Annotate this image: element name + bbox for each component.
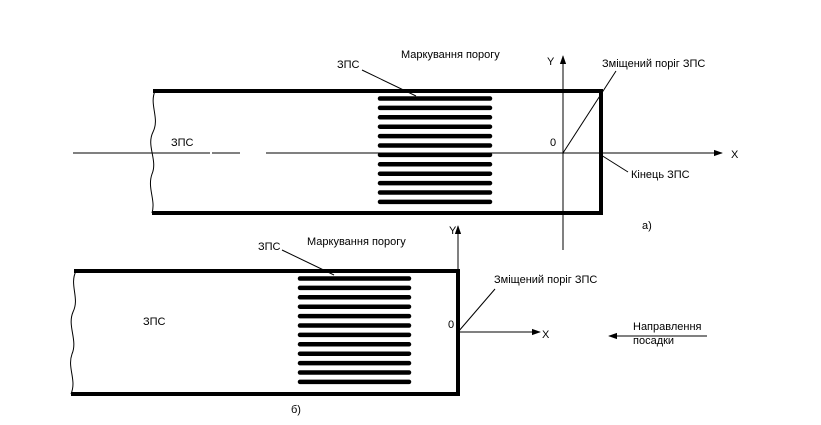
runway-b-label: ЗПС	[143, 316, 166, 328]
runway-a-pointer-label: ЗПС	[337, 59, 360, 71]
axis-x-b-label: X	[542, 329, 550, 341]
leader-displaced-threshold-b	[457, 288, 496, 333]
displaced-threshold-a-label: Зміщений поріг ЗПС	[602, 58, 705, 70]
runway-b-break-line	[70, 270, 77, 395]
diagram-b: ЗПС ЗПС Маркування порогу Зміщений поріг…	[70, 225, 707, 416]
axis-y-b-label: Y	[449, 225, 457, 237]
landing-direction-label-line1: Направлення	[633, 321, 702, 333]
diagram-a: ЗПС ЗПС Маркування порогу Зміщений поріг…	[73, 49, 739, 250]
origin-b-label: 0	[448, 319, 454, 331]
axis-y-a-label: Y	[547, 56, 555, 68]
caption-a: а)	[642, 220, 652, 232]
displaced-threshold-b-label: Зміщений поріг ЗПС	[494, 274, 597, 286]
runway-a-label: ЗПС	[171, 137, 194, 149]
leader-runway-end-a	[600, 154, 629, 173]
axis-x-a-label: X	[731, 149, 739, 161]
leader-runway-b	[281, 249, 335, 276]
marking-a-label: Маркування порогу	[401, 49, 500, 61]
leader-runway-a	[361, 69, 417, 97]
marking-b-label: Маркування порогу	[307, 236, 406, 248]
threshold-marking-b	[297, 276, 412, 385]
landing-direction-label-line2: посадки	[633, 335, 674, 347]
runway-end-a-label: Кінець ЗПС	[631, 169, 690, 181]
origin-a-label: 0	[550, 137, 556, 149]
leader-displaced-threshold-a	[562, 70, 617, 154]
runway-a-break-line	[149, 90, 156, 214]
caption-b: б)	[291, 404, 301, 416]
threshold-marking-a	[377, 96, 493, 205]
runway-b-pointer-label: ЗПС	[258, 241, 281, 253]
